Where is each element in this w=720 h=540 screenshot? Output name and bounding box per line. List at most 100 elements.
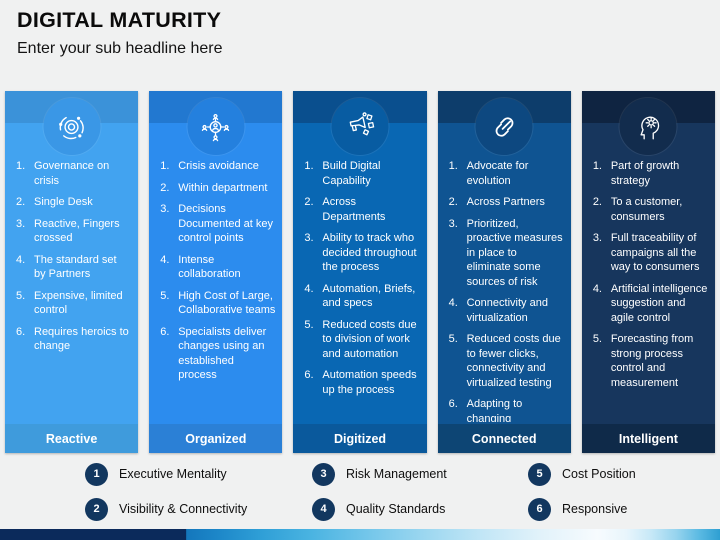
list-item-text: Within department xyxy=(178,181,268,194)
list-item-number: 6. xyxy=(448,398,458,411)
list-item: 2. Within department xyxy=(160,181,275,196)
list-item-text: Reactive, Fingers crossed xyxy=(34,217,120,245)
list-item-text: Reduced costs due to fewer clicks, conne… xyxy=(466,333,561,389)
maturity-column-intelligent[interactable]: 1. Part of growth strategy 2. To a custo… xyxy=(581,91,716,453)
list-item-text: Decisions Documented at key control poin… xyxy=(178,203,273,245)
list-item-number: 1. xyxy=(592,160,602,172)
list-item: 2. Across Departments xyxy=(304,195,419,224)
list-item-number: 4. xyxy=(592,282,602,295)
list-item: 6. Adapting to changing conditions witho… xyxy=(449,397,564,422)
maturity-column-reactive[interactable]: 1. Governance on crisis 2. Single Desk 3… xyxy=(5,91,139,453)
column-item-list: 1. Advocate for evolution 2. Across Part… xyxy=(438,157,571,422)
list-item: 3. Full traceability of campaigns all th… xyxy=(593,231,708,275)
list-item: 5. Reduced costs due to fewer clicks, co… xyxy=(449,332,564,390)
legend-item-executive-mentality[interactable]: 1 Executive Mentality xyxy=(85,462,247,486)
list-item-text: Across Partners xyxy=(466,196,545,209)
list-item-number: 6. xyxy=(304,369,314,382)
legend-item-cost-position[interactable]: 5 Cost Position xyxy=(528,462,636,486)
column-item-list: 1. Build Digital Capability 2. Across De… xyxy=(293,157,426,422)
legend-number-badge: 5 xyxy=(528,462,551,486)
page-title[interactable]: DIGITAL MATURITY xyxy=(17,8,222,32)
list-item-number: 3. xyxy=(448,217,458,230)
orbit-icon xyxy=(43,98,101,155)
list-item-text: Forecasting from strong process control … xyxy=(610,333,694,389)
legend-label: Risk Management xyxy=(346,467,447,481)
list-item: 1. Build Digital Capability xyxy=(304,159,419,188)
list-item-number: 4. xyxy=(304,282,314,295)
ai-head-icon xyxy=(619,98,677,155)
list-item-number: 3. xyxy=(160,203,170,216)
legend-number-badge: 6 xyxy=(528,497,551,521)
list-item-number: 4. xyxy=(160,253,170,266)
list-item-text: Expensive, limited control xyxy=(34,289,123,317)
legend-number-badge: 4 xyxy=(312,497,335,521)
list-item-number: 5. xyxy=(592,333,602,346)
legend-number-badge: 1 xyxy=(85,462,108,486)
legend-number-badge: 3 xyxy=(312,462,335,486)
legend-label: Visibility & Connectivity xyxy=(119,502,248,516)
column-footer-label[interactable]: Digitized xyxy=(293,424,427,453)
list-item: 1. Part of growth strategy xyxy=(593,159,708,188)
list-item-number: 5. xyxy=(448,333,458,346)
list-item-text: To a customer, consumers xyxy=(610,196,683,223)
list-item: 5. Expensive, limited control xyxy=(16,289,131,318)
list-item-number: 1. xyxy=(448,160,458,172)
link-icon xyxy=(475,98,533,155)
column-footer-label[interactable]: Reactive xyxy=(5,424,139,453)
list-item-text: Governance on crisis xyxy=(34,160,110,187)
column-item-list: 1. Crisis avoidance 2. Within department… xyxy=(149,157,282,422)
list-item: 4. Artificial intelligence suggestion an… xyxy=(593,282,708,326)
legend-item-risk-management[interactable]: 3 Risk Management xyxy=(312,462,447,486)
legend-group-2: 3 Risk Management 4 Quality Standards xyxy=(312,462,447,532)
legend-label: Responsive xyxy=(562,502,628,516)
list-item-text: Build Digital Capability xyxy=(322,160,381,187)
list-item-text: Ability to track who decided throughout … xyxy=(322,232,417,274)
list-item-text: Single Desk xyxy=(34,196,93,209)
list-item-number: 1. xyxy=(160,160,170,172)
list-item-number: 5. xyxy=(160,289,170,302)
list-item-text: Advocate for evolution xyxy=(466,160,529,187)
list-item-number: 3. xyxy=(592,232,602,245)
list-item-text: Requires heroics to change xyxy=(34,325,129,353)
page-subtitle[interactable]: Enter your sub headline here xyxy=(17,40,223,57)
list-item-text: Adapting to changing conditions without … xyxy=(466,398,523,422)
legend-item-quality-standards[interactable]: 4 Quality Standards xyxy=(312,497,447,521)
list-item: 5. Reduced costs due to division of work… xyxy=(304,318,419,362)
maturity-column-digitized[interactable]: 1. Build Digital Capability 2. Across De… xyxy=(293,91,427,453)
column-footer-label[interactable]: Connected xyxy=(437,424,571,453)
legend-number-badge: 2 xyxy=(85,497,108,521)
list-item: 5. High Cost of Large, Collaborative tea… xyxy=(160,289,275,318)
list-item-number: 5. xyxy=(304,318,314,331)
list-item-text: High Cost of Large, Collaborative teams xyxy=(178,289,276,317)
maturity-column-connected[interactable]: 1. Advocate for evolution 2. Across Part… xyxy=(437,91,571,453)
list-item: 3. Reactive, Fingers crossed xyxy=(16,217,131,246)
list-item-text: Full traceability of campaigns all the w… xyxy=(610,232,700,274)
list-item-number: 6. xyxy=(16,325,26,338)
legend-label: Cost Position xyxy=(562,467,636,481)
maturity-column-organized[interactable]: 1. Crisis avoidance 2. Within department… xyxy=(149,91,283,453)
column-footer-label[interactable]: Organized xyxy=(149,424,283,453)
list-item: 2. To a customer, consumers xyxy=(593,195,708,224)
column-item-list: 1. Governance on crisis 2. Single Desk 3… xyxy=(5,157,138,422)
list-item-text: Across Departments xyxy=(322,196,386,223)
list-item-number: 3. xyxy=(16,217,26,230)
list-item: 4. Automation, Briefs, and specs xyxy=(304,282,419,311)
list-item-text: Reduced costs due to division of work an… xyxy=(322,318,417,360)
legend-item-responsive[interactable]: 6 Responsive xyxy=(528,497,636,521)
legend-group-3: 5 Cost Position 6 Responsive xyxy=(528,462,636,532)
list-item-number: 6. xyxy=(160,325,170,338)
list-item: 3. Decisions Documented at key control p… xyxy=(160,202,275,246)
list-item: 3. Ability to track who decided througho… xyxy=(304,231,419,275)
list-item-number: 3. xyxy=(304,232,314,245)
column-footer-label[interactable]: Intelligent xyxy=(581,424,716,453)
legend-item-visibility-connectivity[interactable]: 2 Visibility & Connectivity xyxy=(85,497,247,521)
list-item: 1. Crisis avoidance xyxy=(160,159,275,174)
list-item-text: Specialists deliver changes using an est… xyxy=(178,325,267,382)
list-item: 2. Single Desk xyxy=(16,195,131,210)
list-item: 6. Requires heroics to change xyxy=(16,325,131,354)
list-item-number: 1. xyxy=(16,160,26,172)
list-item-text: Prioritized, proactive measures in place… xyxy=(466,217,563,288)
list-item: 2. Across Partners xyxy=(449,195,564,210)
list-item-text: Automation, Briefs, and specs xyxy=(322,282,416,310)
list-item-number: 2. xyxy=(592,196,602,209)
